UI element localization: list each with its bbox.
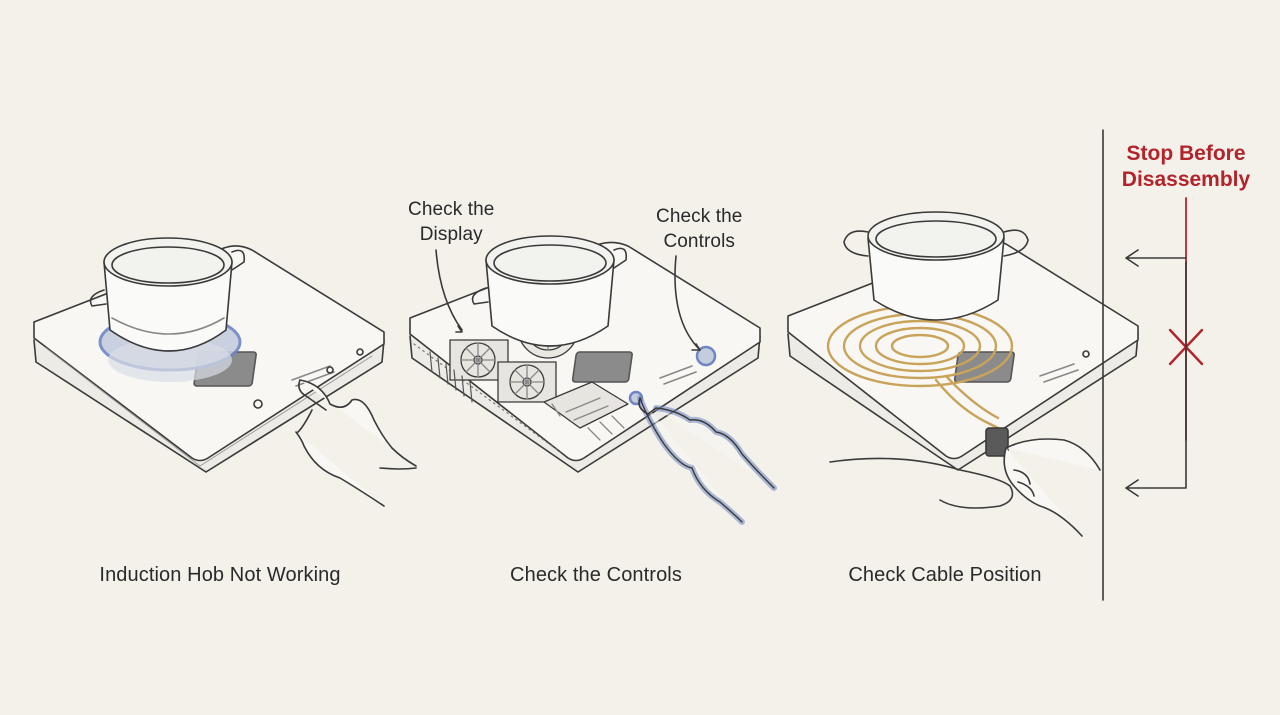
stop-warning: Stop Before Disassembly: [1122, 141, 1250, 193]
display-callout-line2: Display: [419, 224, 483, 245]
display-panel-2: [571, 351, 633, 383]
controls-callout-line1: Check the: [656, 206, 743, 227]
control-button-highlight: [695, 345, 717, 367]
display-panel-3: [953, 351, 1015, 383]
check-cable-scene: [787, 211, 1139, 537]
hand-holding-cable: [1003, 438, 1101, 537]
pot-icon-2: [471, 235, 628, 347]
arrow-left-icon: [1125, 249, 1187, 497]
circuit-board-icon: [543, 381, 629, 441]
display-callout-line1: Check the: [408, 199, 495, 220]
stop-warning-line2: Disassembly: [1121, 168, 1251, 191]
controls-callout-line2: Controls: [663, 231, 735, 252]
display-callout-line: [435, 249, 463, 331]
controls-callout-line: [674, 255, 701, 351]
check-controls-scene: [409, 235, 777, 525]
pot-icon: [89, 237, 246, 352]
hand-pointer-icon-2: [637, 395, 777, 525]
caption-step-2: Check the Controls: [510, 564, 682, 586]
power-cable-icon: [829, 427, 1014, 509]
hob-not-working-scene: [33, 237, 417, 507]
caption-step-3: Check Cable Position: [848, 564, 1042, 586]
stop-warning-line1: Stop Before: [1126, 142, 1246, 165]
pot-icon-3: [843, 211, 1029, 321]
caption-step-1: Induction Hob Not Working: [99, 564, 341, 586]
display-callout: Check the Display: [408, 197, 494, 247]
controls-callout: Check the Controls: [656, 204, 742, 254]
hand-pointer-icon: [295, 379, 417, 507]
